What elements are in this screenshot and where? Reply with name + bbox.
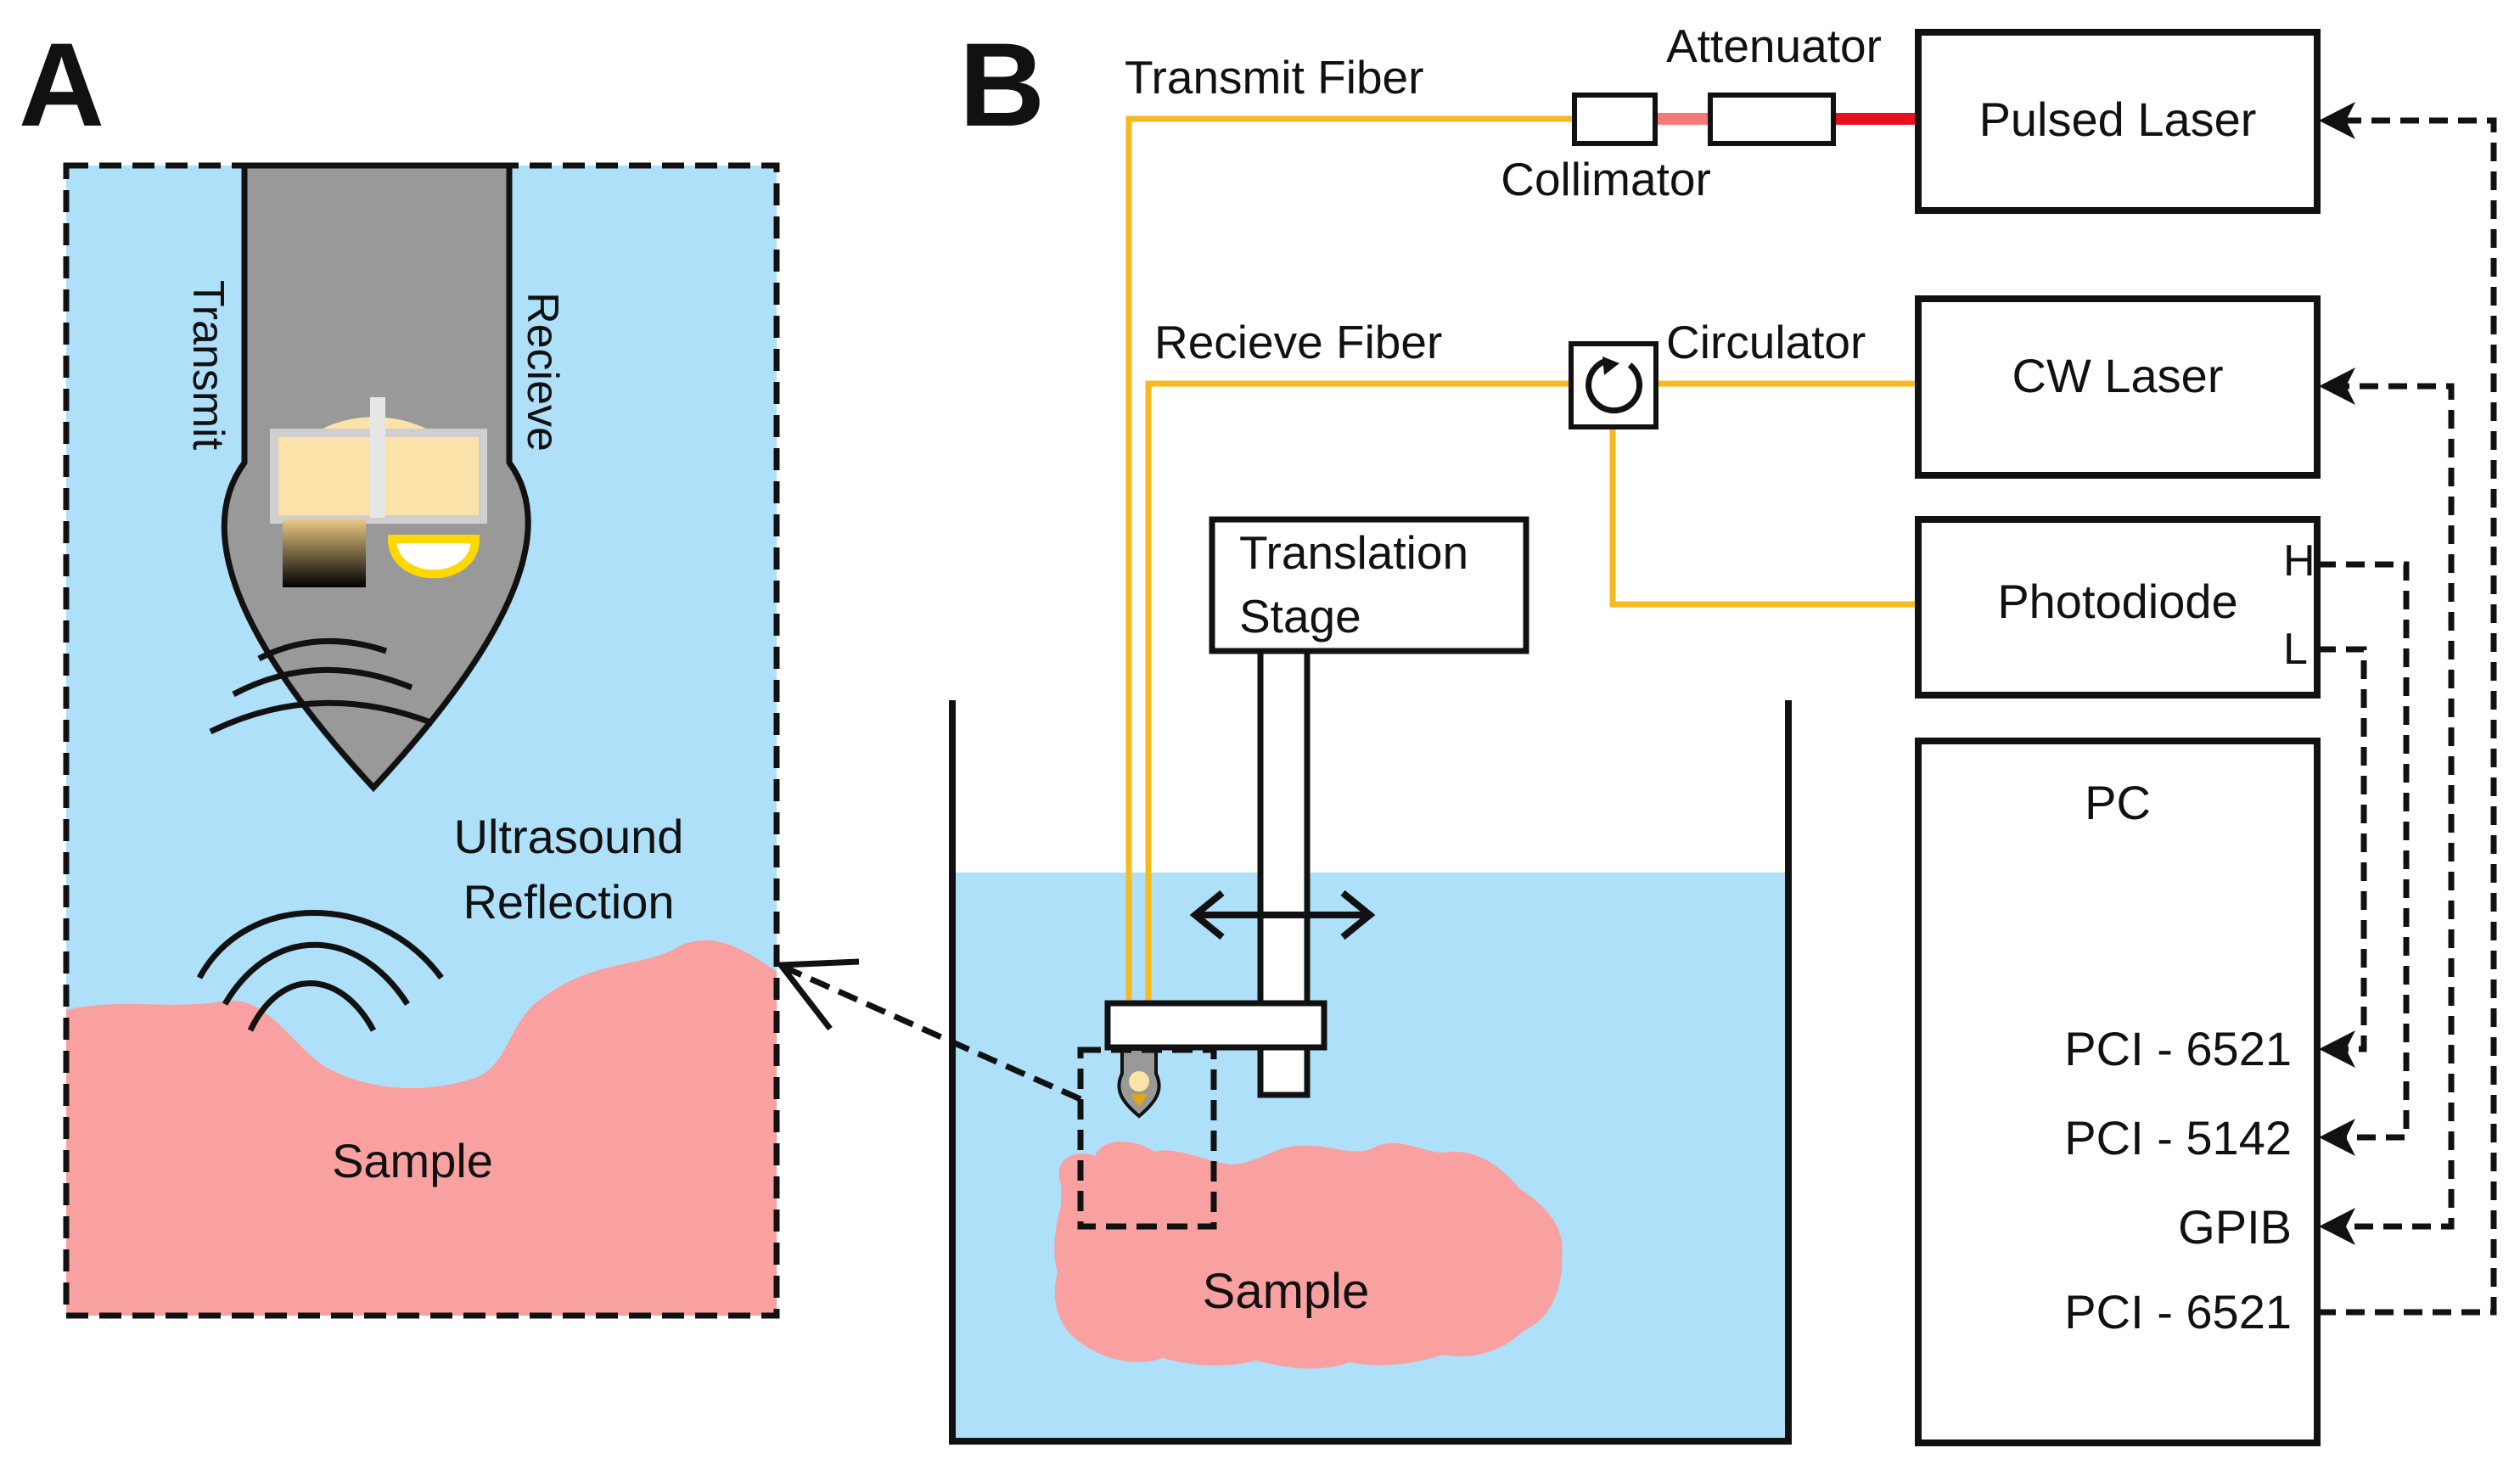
transmit-fiber bbox=[1125, 115, 1574, 1003]
circulator-arrow-icon bbox=[1586, 358, 1643, 414]
pc-port-4: PCI - 6521 bbox=[2064, 1285, 2292, 1339]
photodiode-h-line bbox=[2317, 561, 2410, 1141]
pc-port-1: PCI - 6521 bbox=[2064, 1022, 2292, 1075]
inset-border bbox=[63, 162, 780, 1319]
collimator-label: Collimator bbox=[1501, 153, 1711, 205]
probe-divider bbox=[370, 397, 385, 518]
panel-b-label: B bbox=[959, 18, 1045, 151]
emitted-waves bbox=[209, 637, 435, 735]
receive-element bbox=[387, 535, 480, 579]
circulator-label: Circulator bbox=[1666, 316, 1866, 368]
signal-arrowheads bbox=[2319, 102, 2355, 1245]
receive-fiber bbox=[1145, 380, 1918, 1003]
translation-stage-label-2: Stage bbox=[1239, 590, 1361, 643]
tank-probe bbox=[1117, 1047, 1161, 1119]
pc-port-2: PCI - 5142 bbox=[2064, 1111, 2292, 1165]
attenuator-label: Attenuator bbox=[1666, 20, 1882, 72]
photodiode: Photodiode H L bbox=[1915, 516, 2321, 699]
tank-walls bbox=[949, 700, 1792, 1445]
stage-arm bbox=[1104, 1000, 1327, 1051]
inset-pointer-arrowhead bbox=[775, 958, 860, 1031]
translation-stage: Translation Stage bbox=[1104, 516, 1529, 1098]
photodiode-label: Photodiode bbox=[1997, 575, 2237, 628]
gpib-line bbox=[2326, 383, 2455, 1230]
inset-selection-box bbox=[1077, 1047, 1217, 1230]
sample-label-b: Sample bbox=[1203, 1264, 1370, 1319]
pulsed-laser-label: Pulsed Laser bbox=[1979, 93, 2257, 146]
water-tank: Sample bbox=[949, 700, 1792, 1445]
trigger-line-pulsed-laser bbox=[2317, 117, 2497, 1316]
stage-box bbox=[1209, 516, 1529, 654]
attenuator bbox=[1708, 93, 1836, 146]
pulsed-laser: Pulsed Laser bbox=[1915, 29, 2321, 214]
optical-fibers bbox=[1125, 115, 1918, 1003]
sample-label-a: Sample bbox=[332, 1134, 493, 1187]
receive-label: Recieve bbox=[518, 292, 567, 452]
cw-laser: CW Laser bbox=[1915, 295, 2321, 479]
sample-region bbox=[66, 940, 777, 1316]
cw-laser-label: CW Laser bbox=[2012, 349, 2224, 402]
receive-fiber-label: Recieve Fiber bbox=[1154, 316, 1442, 368]
photodiode-l-line bbox=[2317, 646, 2367, 1052]
inset-pointer-line bbox=[783, 964, 1082, 1103]
circulator bbox=[1569, 341, 1658, 429]
collimator bbox=[1572, 93, 1658, 146]
panel-a-inset: Transmit Recieve Ultrasound Reflection S… bbox=[63, 162, 780, 1319]
ultrasound-reflection-label-2: Reflection bbox=[463, 875, 674, 929]
ultrasound-reflection-label-1: Ultrasound bbox=[454, 810, 684, 863]
photodiode-l-label: L bbox=[2283, 625, 2308, 674]
pc: PC PCI - 6521 PCI - 5142 GPIB PCI - 6521 bbox=[1915, 738, 2321, 1446]
transmit-label: Transmit bbox=[183, 280, 233, 451]
probe bbox=[221, 162, 531, 793]
transmit-element bbox=[283, 519, 366, 587]
tank-sample bbox=[1054, 1141, 1563, 1369]
translation-stage-label-1: Translation bbox=[1239, 526, 1468, 579]
photodiode-h-label: H bbox=[2283, 536, 2315, 586]
photodiode-fiber bbox=[1609, 420, 1918, 608]
pc-port-3: GPIB bbox=[2178, 1200, 2292, 1254]
transmit-fiber-label: Transmit Fiber bbox=[1125, 51, 1423, 104]
pc-label: PC bbox=[2085, 776, 2151, 829]
circulator-box bbox=[1569, 341, 1658, 429]
reflected-waves bbox=[196, 910, 444, 1032]
panel-a-label: A bbox=[19, 18, 104, 151]
